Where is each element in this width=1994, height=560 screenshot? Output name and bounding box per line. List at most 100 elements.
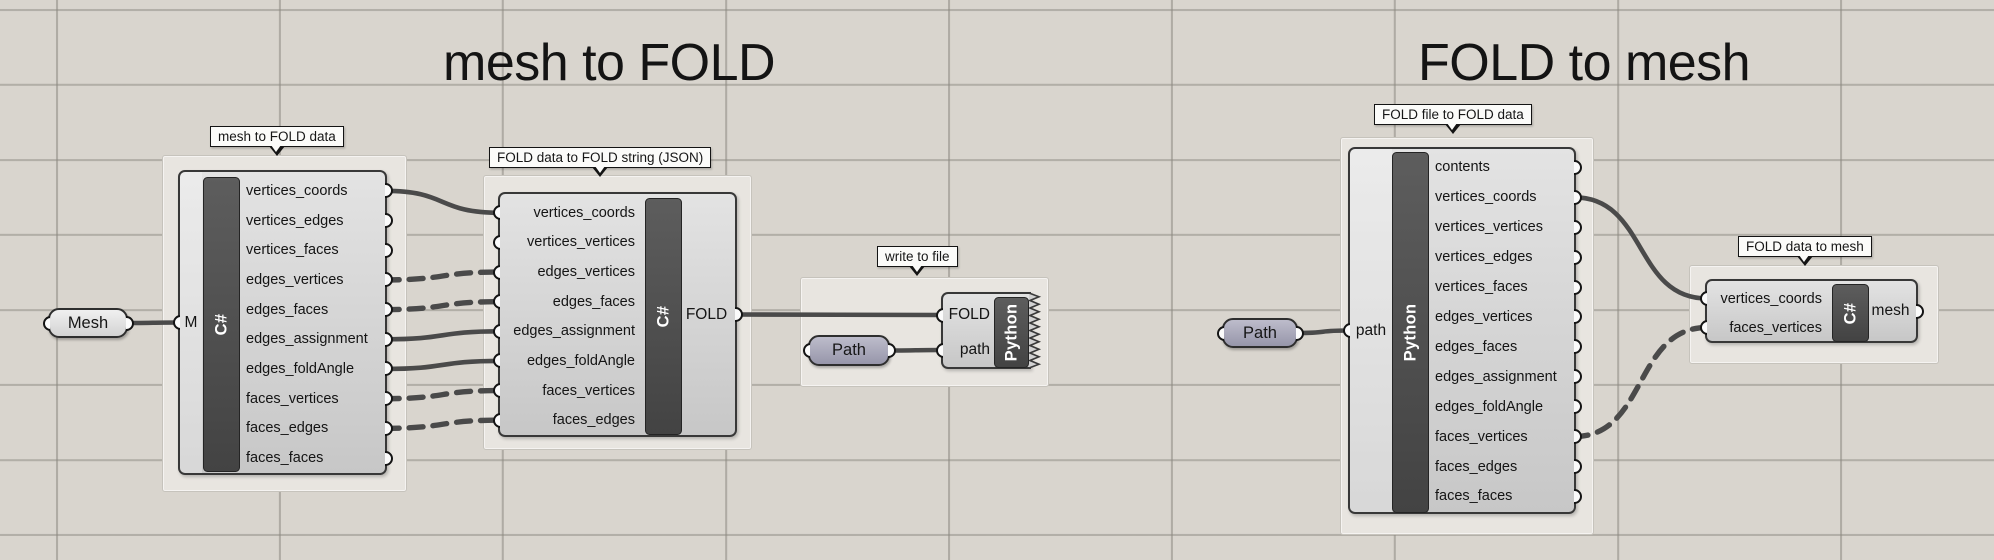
- meshToFoldData-output-row-vertices_coords: vertices_coords: [180, 176, 393, 206]
- output-grip-edges_faces[interactable]: [1574, 339, 1582, 355]
- path-output-grip[interactable]: [1296, 325, 1304, 341]
- output-grip-edges_vertices[interactable]: [1574, 309, 1582, 325]
- output-grip-faces_edges[interactable]: [1574, 459, 1582, 475]
- output-grip-edges_assignment[interactable]: [1574, 369, 1582, 385]
- scribble-title-fold-to-mesh[interactable]: FOLD to mesh: [1418, 34, 1751, 92]
- python-script-badge[interactable]: Python: [994, 297, 1029, 368]
- path-input-grip[interactable]: [1216, 325, 1224, 341]
- output-grip-vertices_vertices[interactable]: [1574, 219, 1582, 235]
- mesh-input-grip[interactable]: [42, 315, 50, 331]
- csharp-script-badge[interactable]: C#: [203, 177, 240, 472]
- port-label-mesh: mesh: [1871, 302, 1910, 319]
- foldFileToFoldData-output-row-edges_faces: edges_faces: [1350, 332, 1582, 362]
- csharp-script-badge[interactable]: C#: [1832, 284, 1869, 342]
- path-output-grip[interactable]: [888, 343, 896, 358]
- output-zone: mesh: [1865, 281, 1924, 341]
- meshToFoldData-output-row-vertices_faces: vertices_faces: [180, 235, 393, 265]
- port-label-faces_vertices: faces_vertices: [246, 390, 339, 407]
- output-grip-edges_vertices[interactable]: [385, 272, 393, 288]
- output-grip-vertices_coords[interactable]: [385, 183, 393, 199]
- input-grip-faces_edges[interactable]: [492, 412, 500, 428]
- port-label-faces_edges: faces_edges: [1435, 458, 1518, 475]
- meshToFoldData-output-row-edges_foldAngle: edges_foldAngle: [180, 354, 393, 384]
- port-label-path: path: [959, 341, 990, 358]
- port-label-faces_vertices: faces_vertices: [1435, 428, 1528, 445]
- port-label-faces_faces: faces_faces: [1435, 488, 1513, 505]
- param-capsule-path-read[interactable]: Path: [1216, 318, 1304, 348]
- meshToFoldData-output-row-edges_vertices: edges_vertices: [180, 265, 393, 295]
- output-zone: FOLD: [678, 194, 743, 435]
- param-capsule-path-write[interactable]: Path: [802, 335, 896, 366]
- input-grip-path[interactable]: [935, 342, 943, 358]
- foldFileToFoldData-output-row-vertices_faces: vertices_faces: [1350, 272, 1582, 302]
- output-grip-vertices_edges[interactable]: [1574, 249, 1582, 265]
- output-grip-edges_assignment[interactable]: [385, 331, 393, 347]
- input-grip-edges_foldAngle[interactable]: [492, 353, 500, 369]
- port-label-edges_faces: edges_faces: [246, 301, 329, 318]
- output-grip-mesh[interactable]: [1916, 303, 1924, 319]
- mesh-output-grip[interactable]: [126, 315, 134, 331]
- input-grip-edges_vertices[interactable]: [492, 264, 500, 280]
- output-grip-vertices_coords[interactable]: [1574, 189, 1582, 205]
- output-grip-vertices_faces[interactable]: [385, 242, 393, 258]
- component-write-to-file[interactable]: FOLD path Python: [935, 292, 1031, 369]
- port-label-M: M: [184, 313, 198, 331]
- param-capsule-mesh[interactable]: Mesh: [42, 308, 134, 338]
- foldFileToFoldData-output-row-vertices_edges: vertices_edges: [1350, 242, 1582, 272]
- port-label-edges_assignment: edges_assignment: [246, 331, 368, 348]
- port-label-edges_foldAngle: edges_foldAngle: [246, 360, 355, 377]
- input-grip-faces_vertices[interactable]: [1699, 320, 1707, 335]
- input-grip-edges_faces[interactable]: [492, 294, 500, 310]
- scribble-title-mesh-to-fold[interactable]: mesh to FOLD: [443, 34, 776, 92]
- input-grip-vertices_coords[interactable]: [1699, 291, 1707, 306]
- port-label-FOLD: FOLD: [685, 305, 728, 323]
- foldFileToFoldData-output-row-faces_edges: faces_edges: [1350, 452, 1582, 482]
- port-label-edges_assignment: edges_assignment: [1435, 368, 1557, 385]
- meshToFoldData-output-row-faces_vertices: faces_vertices: [180, 384, 393, 414]
- input-grip-faces_vertices[interactable]: [492, 383, 500, 399]
- port-label-edges_faces: edges_faces: [1435, 338, 1518, 355]
- output-grip-edges_foldAngle[interactable]: [385, 361, 393, 377]
- port-label-vertices_vertices: vertices_vertices: [1435, 219, 1543, 236]
- output-grip-vertices_faces[interactable]: [1574, 279, 1582, 295]
- csharp-script-badge[interactable]: C#: [645, 198, 682, 435]
- output-grip-faces_vertices[interactable]: [1574, 429, 1582, 445]
- output-grip-edges_faces[interactable]: [385, 302, 393, 318]
- foldFileToFoldData-output-row-edges_vertices: edges_vertices: [1350, 302, 1582, 332]
- output-grip-faces_vertices[interactable]: [385, 391, 393, 407]
- foldFileToFoldData-output-row-edges_assignment: edges_assignment: [1350, 362, 1582, 392]
- port-label-faces_edges: faces_edges: [246, 420, 329, 437]
- meshToFoldData-output-row-edges_faces: edges_faces: [180, 295, 393, 325]
- output-grip-faces_faces[interactable]: [1574, 488, 1582, 504]
- port-label-faces_edges: faces_edges: [552, 412, 635, 429]
- output-grip-vertices_edges[interactable]: [385, 213, 393, 229]
- input-grip-vertices_coords[interactable]: [492, 205, 500, 221]
- output-grip-contents[interactable]: [1574, 159, 1582, 175]
- meshToFoldData-output-row-faces_faces: faces_faces: [180, 443, 393, 473]
- output-grip-edges_foldAngle[interactable]: [1574, 399, 1582, 415]
- input-grip-vertices_vertices[interactable]: [492, 234, 500, 250]
- param-label: Mesh: [67, 313, 109, 332]
- input-grip-edges_assignment[interactable]: [492, 323, 500, 339]
- output-grip-FOLD[interactable]: [735, 307, 743, 322]
- meshToFoldData-output-row-vertices_edges: vertices_edges: [180, 206, 393, 236]
- tag-write-to-file: write to file: [877, 246, 958, 276]
- tag-fold-data-to-json: FOLD data to FOLD string (JSON): [489, 147, 712, 177]
- port-label-edges_assignment: edges_assignment: [513, 323, 635, 340]
- port-label-faces_faces: faces_faces: [246, 450, 324, 467]
- foldFileToFoldData-output-row-faces_vertices: faces_vertices: [1350, 422, 1582, 452]
- port-label-edges_foldAngle: edges_foldAngle: [526, 352, 635, 369]
- port-label-FOLD: FOLD: [948, 306, 990, 323]
- output-grip-faces_faces[interactable]: [385, 450, 393, 466]
- tag-mesh-to-fold-data: mesh to FOLD data: [210, 126, 344, 156]
- path-input-grip[interactable]: [802, 343, 810, 358]
- python-script-badge[interactable]: Python: [1392, 152, 1429, 513]
- output-grip-faces_edges[interactable]: [385, 420, 393, 436]
- port-label-vertices_faces: vertices_faces: [1435, 279, 1528, 296]
